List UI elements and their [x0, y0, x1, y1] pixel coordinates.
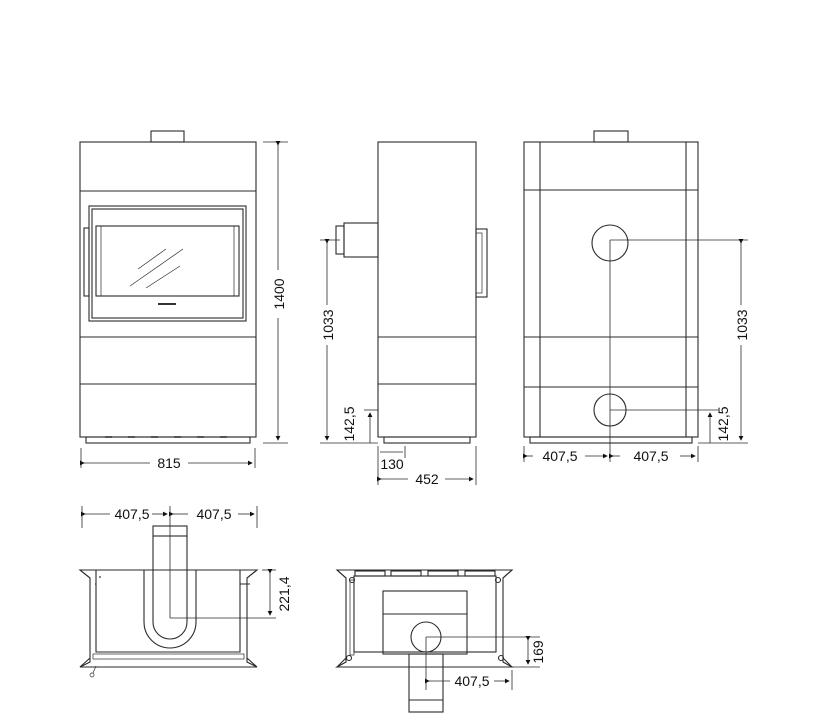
dim-width-815: 815 — [157, 455, 181, 471]
dim-air-inlet-142-5: 142,5 — [341, 406, 357, 441]
glass-reflection — [129, 248, 184, 289]
front-view: 1400 815 — [79, 130, 288, 471]
side-view: 1033 142,5 130 452 — [320, 141, 488, 487]
back-view: 1033 142,5 407,5 407,5 — [523, 130, 750, 464]
dim-height-1400: 1400 — [271, 278, 287, 309]
dim-top-half-right: 407,5 — [196, 506, 231, 522]
dim-flue-height-1033-back: 1033 — [734, 309, 750, 340]
brand-logo — [158, 303, 176, 305]
dim-half-width-right: 407,5 — [633, 448, 668, 464]
dim-top-half-left: 407,5 — [114, 506, 149, 522]
dim-depth-452: 452 — [415, 471, 439, 487]
dim-flue-height-1033: 1033 — [320, 309, 336, 340]
bottom-view: 169 407,5 — [334, 569, 546, 713]
dim-half-width-left: 407,5 — [542, 448, 577, 464]
dim-offset-130: 130 — [380, 456, 404, 472]
dim-flue-offset-221-4: 221,4 — [276, 576, 292, 611]
dim-air-inlet-142-5-back: 142,5 — [715, 406, 731, 441]
top-view: 407,5 407,5 221,4 — [78, 506, 292, 678]
dim-inlet-offset-169: 169 — [530, 640, 546, 664]
dim-bottom-half-width: 407,5 — [454, 673, 489, 689]
